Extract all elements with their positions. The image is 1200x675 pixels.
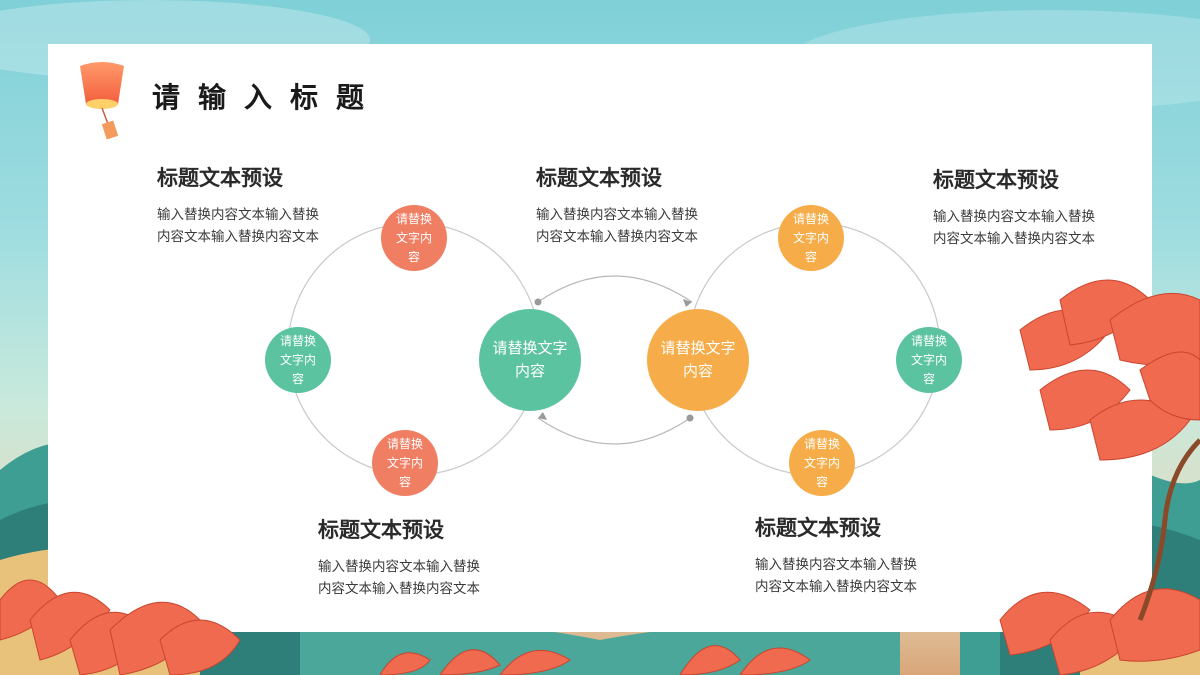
content-card [48,44,1152,632]
left-top-node: 请替换文字内容 [381,205,447,271]
right-bottom-node: 请替换文字内容 [789,430,855,496]
text-block-top-left: 标题文本预设 输入替换内容文本输入替换内容文本输入替换内容文本 [157,162,327,248]
center-right-node: 请替换文字内容 [647,309,749,411]
block-heading: 标题文本预设 [755,516,881,540]
block-heading: 标题文本预设 [933,168,1059,192]
block-body: 输入替换内容文本输入替换内容文本输入替换内容文本 [318,559,480,597]
top-connector-arrow [537,275,693,303]
sky-lantern-icon [80,62,124,140]
left-side-node: 请替换文字内容 [265,327,331,393]
block-body: 输入替换内容文本输入替换内容文本输入替换内容文本 [755,557,917,595]
bottom-connector-arrow [537,417,691,445]
block-heading: 标题文本预设 [318,518,444,542]
block-body: 输入替换内容文本输入替换内容文本输入替换内容文本 [933,209,1095,247]
left-bottom-node: 请替换文字内容 [372,430,438,496]
right-top-node: 请替换文字内容 [778,205,844,271]
text-block-bottom-right: 标题文本预设 输入替换内容文本输入替换内容文本输入替换内容文本 [755,512,925,598]
text-block-top-right: 标题文本预设 输入替换内容文本输入替换内容文本输入替换内容文本 [933,164,1103,250]
slide-title: 请输入标题 [152,81,383,114]
block-heading: 标题文本预设 [157,166,283,190]
block-heading: 标题文本预设 [536,166,662,190]
center-left-node: 请替换文字内容 [479,309,581,411]
block-body: 输入替换内容文本输入替换内容文本输入替换内容文本 [157,207,319,245]
block-body: 输入替换内容文本输入替换内容文本输入替换内容文本 [536,207,698,245]
text-block-bottom-left: 标题文本预设 输入替换内容文本输入替换内容文本输入替换内容文本 [318,514,488,600]
right-side-node: 请替换文字内容 [896,327,962,393]
text-block-top-center: 标题文本预设 输入替换内容文本输入替换内容文本输入替换内容文本 [536,162,706,248]
